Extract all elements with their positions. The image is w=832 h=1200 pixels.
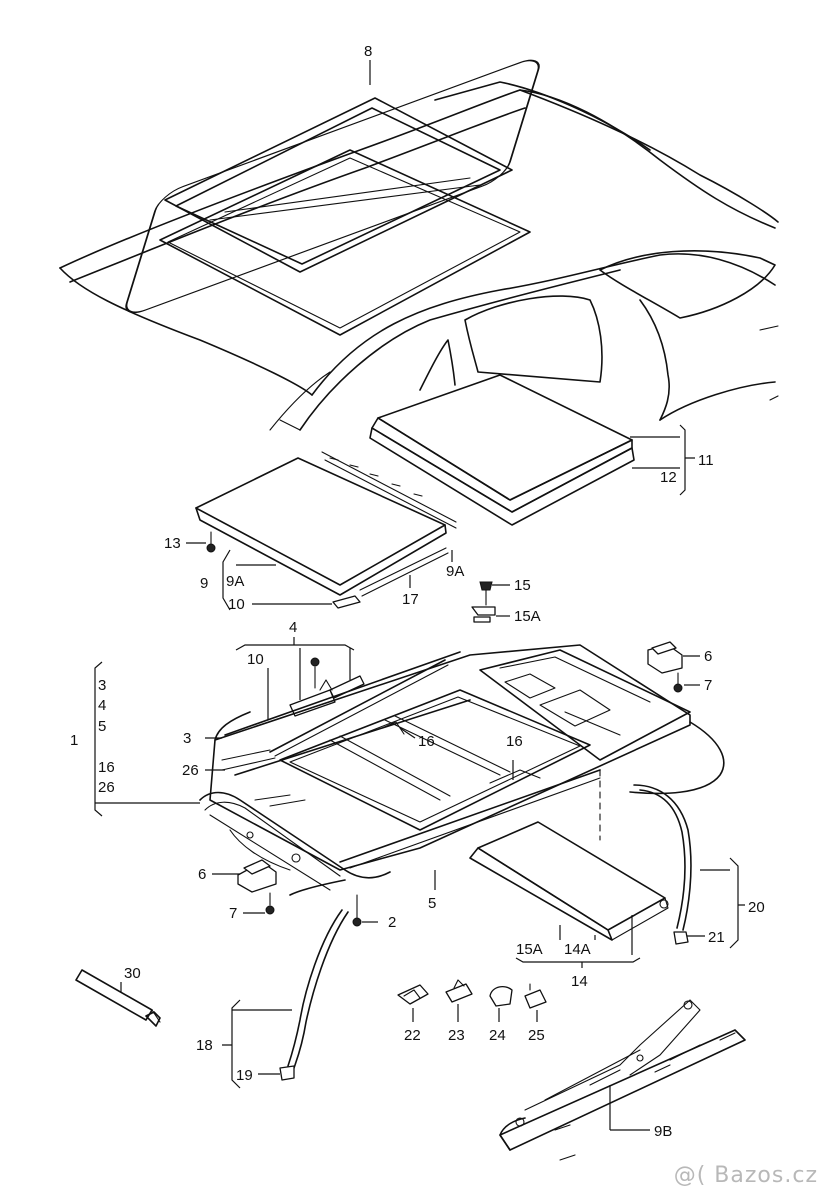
- label-23: 23: [448, 1027, 465, 1044]
- label-13: 13: [164, 535, 181, 552]
- label-3: 3: [183, 730, 191, 747]
- motor-right: [647, 641, 683, 693]
- label-10-mid: 10: [247, 651, 264, 668]
- label-15a-bottom: 15A: [516, 941, 543, 958]
- label-14: 14: [571, 973, 588, 990]
- label-24: 24: [489, 1027, 506, 1044]
- glass-panel-front: [195, 451, 457, 609]
- slides-16: [381, 721, 541, 784]
- seal-frame: [125, 59, 540, 314]
- bracket-15: [471, 581, 496, 623]
- label-20: 20: [748, 899, 765, 916]
- label-14a: 14A: [564, 941, 591, 958]
- label-11: 11: [698, 452, 714, 469]
- drain-hose-right: [629, 721, 725, 945]
- label-9a-right: 9A: [446, 563, 464, 580]
- clip-23: [445, 979, 473, 1003]
- label-4: 4: [289, 619, 297, 636]
- motor-left: [237, 859, 277, 915]
- label-5: 5: [428, 895, 436, 912]
- label-6-right: 6: [704, 648, 712, 665]
- car-roof-body: [59, 81, 779, 431]
- label-1: 1: [70, 732, 78, 749]
- label-7-right: 7: [704, 677, 712, 694]
- clip-22: [397, 984, 429, 1005]
- grease-tube: [75, 969, 161, 1027]
- bracket-4: [289, 657, 365, 717]
- label-1-4: 4: [98, 697, 106, 714]
- mechanism-9b: [499, 999, 746, 1161]
- glass-panel-rear: [369, 374, 635, 526]
- label-19: 19: [236, 1067, 253, 1084]
- leader-lines: [94, 60, 745, 1131]
- label-8: 8: [364, 43, 372, 60]
- label-30: 30: [124, 965, 141, 982]
- clip-24: [489, 985, 513, 1007]
- label-16-a: 16: [418, 733, 435, 750]
- part-labels: 8 11 12 13 9 9A 9A 10 17 15 15A 4 10 6 7…: [70, 43, 765, 1140]
- label-15: 15: [514, 577, 531, 594]
- label-12: 12: [660, 469, 677, 486]
- label-18: 18: [196, 1037, 213, 1054]
- sunroof-frame: [199, 644, 691, 891]
- label-25: 25: [528, 1027, 545, 1044]
- label-7-left: 7: [229, 905, 237, 922]
- label-21: 21: [708, 929, 725, 946]
- label-1-3: 3: [98, 677, 106, 694]
- label-1-26: 26: [98, 779, 115, 796]
- label-22: 22: [404, 1027, 421, 1044]
- label-9: 9: [200, 575, 208, 592]
- label-1-5: 5: [98, 718, 106, 735]
- label-9b: 9B: [654, 1123, 672, 1140]
- label-10-top: 10: [228, 596, 245, 613]
- drain-hose-left: [279, 879, 349, 1081]
- screw-2: [352, 894, 362, 927]
- label-2: 2: [388, 914, 396, 931]
- label-17: 17: [402, 591, 419, 608]
- label-9a-left: 9A: [226, 573, 244, 590]
- sun-blind: [469, 769, 669, 941]
- watermark: @( Bazos.cz: [673, 1163, 818, 1188]
- clip-25: [524, 983, 547, 1009]
- label-16-b: 16: [506, 733, 523, 750]
- label-15a: 15A: [514, 608, 541, 625]
- label-1-16: 16: [98, 759, 115, 776]
- label-26: 26: [182, 762, 199, 779]
- label-6-left: 6: [198, 866, 206, 883]
